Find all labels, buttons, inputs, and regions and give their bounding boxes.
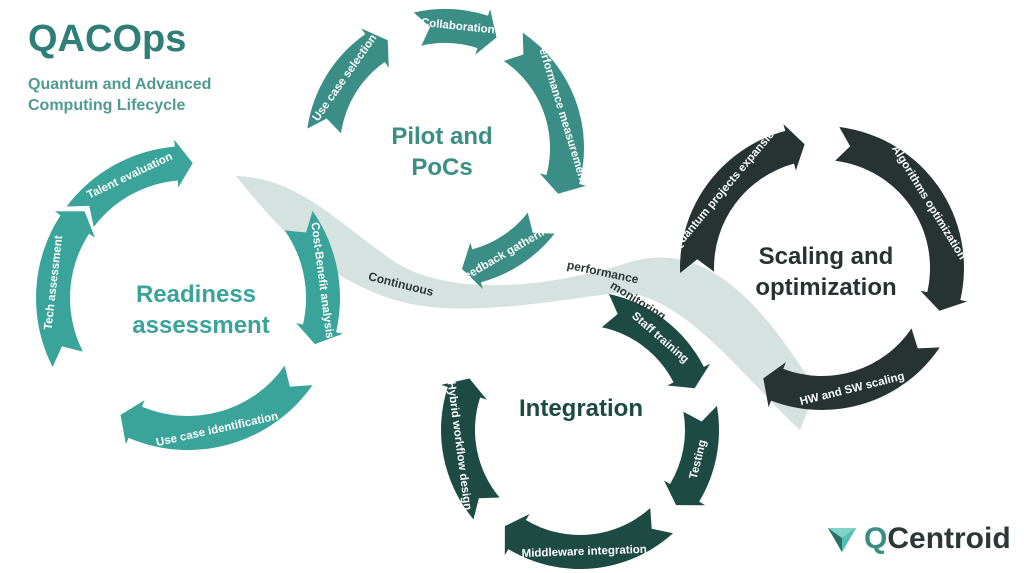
pilot-segment-arrow (503, 32, 587, 194)
pilot-segment-arrow (413, 8, 497, 55)
pilot-segment-arrow (461, 212, 555, 290)
scaling-segment-arrow (835, 127, 968, 311)
scaling-step-label: Quantum projects expansion (671, 123, 782, 252)
ring-integration (441, 294, 719, 569)
qcentroid-brand: QCentroid (826, 522, 1011, 556)
pilot-label-line-2: PoCs (411, 154, 472, 181)
page-subtitle: Quantum and Advanced Computing Lifecycle (28, 74, 211, 116)
ring-pilot (307, 8, 587, 290)
integration-segment-arrow (664, 405, 719, 506)
readiness-label-line-1: Readiness (136, 281, 256, 308)
readiness-segment-arrow (35, 211, 95, 368)
scaling-segment-arrow (679, 124, 805, 273)
readiness-segment-arrow (66, 139, 193, 227)
qcentroid-logo-icon (828, 528, 856, 552)
brand-name-q: Q (864, 522, 888, 555)
subtitle-line-2: Computing Lifecycle (28, 97, 186, 114)
pilot-segment-arrow (307, 28, 389, 134)
page-title: QACOps (28, 18, 187, 60)
scaling-label-line-1: Scaling and (759, 243, 894, 270)
integration-label: Integration (519, 395, 643, 422)
readiness-segment-arrow (120, 365, 313, 450)
integration-segment-arrow (504, 508, 674, 569)
brand-name: QCentroid (864, 522, 1011, 556)
readiness-label-line-2: assessment (132, 312, 269, 339)
ring-readiness (35, 139, 343, 450)
integration-segment-arrow (601, 294, 711, 389)
brand-name-rest: Centroid (887, 522, 1011, 555)
subtitle-line-1: Quantum and Advanced (28, 76, 212, 93)
readiness-segment-arrow (284, 210, 343, 345)
integration-segment-arrow (441, 378, 500, 520)
integration-step-label: Middleware integration (521, 544, 647, 560)
ring-scaling (679, 124, 968, 410)
scaling-label-line-2: optimization (755, 274, 896, 301)
continuous-flow-band (236, 176, 816, 430)
scaling-segment-arrow (763, 328, 940, 410)
pilot-label-line-1: Pilot and (391, 123, 492, 150)
